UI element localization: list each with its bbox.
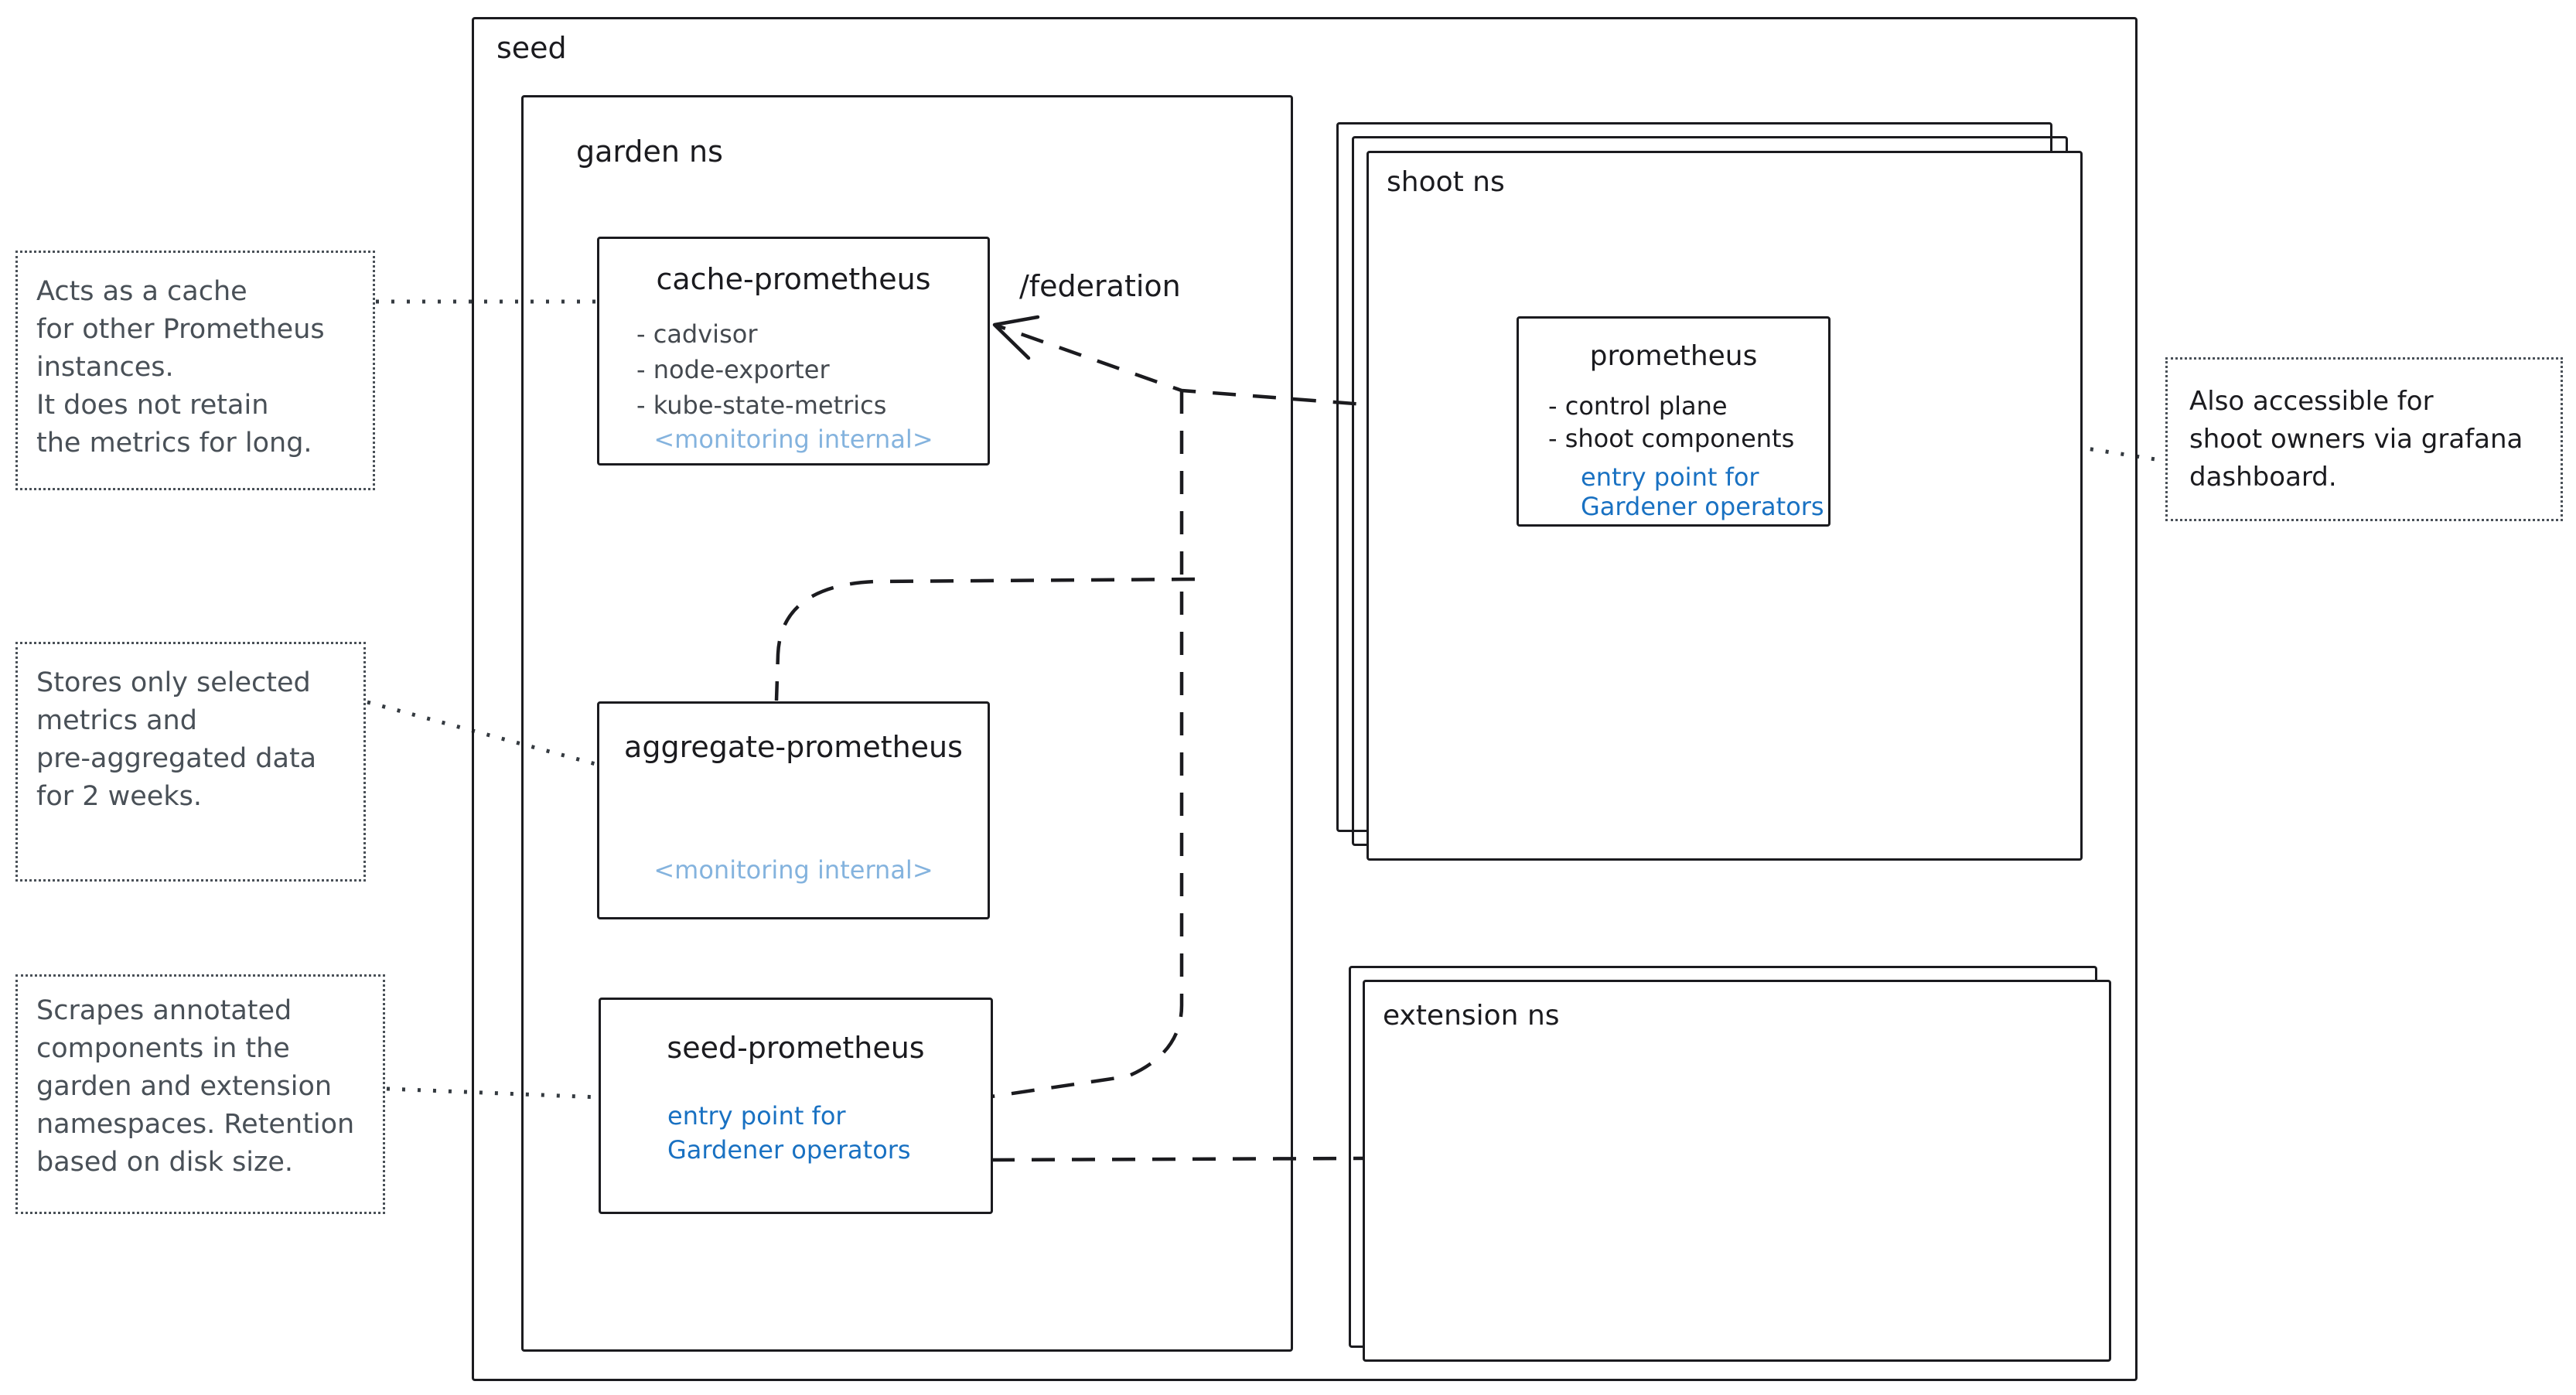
note-line: metrics and [36,705,197,736]
cache-prometheus-item: - cadvisor [636,319,758,349]
extension-ns-front-box [1363,980,2111,1362]
aggregate-prometheus-tag: <monitoring internal> [653,855,933,885]
federation-label: /federation [1019,269,1181,303]
arrow-branch-to-aggregate [774,577,1196,701]
cache-prometheus-title: cache-prometheus [656,262,931,296]
garden-ns-box [521,95,1293,1352]
note-aggregate: Stores only selected metrics and pre-agg… [15,642,366,882]
note-line: instances. [36,352,174,383]
cache-prometheus-box: cache-prometheus - cadvisor - node-expor… [597,237,990,466]
note-line: Acts as a cache [36,276,247,307]
prometheus-entry-line: entry point for [1581,462,1759,492]
cache-prometheus-item: - node-exporter [636,355,830,384]
seed-prometheus-box: seed-prometheus entry point for Gardener… [599,998,993,1214]
note-line: the metrics for long. [36,428,312,459]
note-line: pre-aggregated data [36,743,317,774]
garden-ns-label: garden ns [576,135,723,169]
note-line: Stores only selected [36,667,311,698]
arrow-seed-prometheus-to-federation [991,391,1184,1099]
note-seed-prometheus: Scrapes annotated components in the gard… [15,974,385,1214]
extension-ns-label: extension ns [1383,1000,1560,1032]
arrowhead-federation [992,315,1040,360]
prometheus-item: - shoot components [1548,424,1795,453]
note-line: shoot owners via grafana [2189,424,2523,455]
note-shoot-owners: Also accessible for shoot owners via gra… [2165,357,2563,521]
seed-label: seed [496,31,567,65]
shoot-ns-label: shoot ns [1387,166,1505,198]
cache-prometheus-tag: <monitoring internal> [653,425,933,454]
prometheus-entry-line: Gardener operators [1581,492,1824,521]
note-line: dashboard. [2189,462,2337,493]
prometheus-title: prometheus [1589,340,1758,372]
note-line: Scrapes annotated [36,995,292,1026]
note-line: for 2 weeks. [36,781,202,812]
note-line: It does not retain [36,390,269,421]
aggregate-prometheus-box: aggregate-prometheus <monitoring interna… [597,701,990,919]
seed-prometheus-entry-line: Gardener operators [667,1135,911,1165]
note-cache: Acts as a cache for other Prometheus ins… [15,251,375,490]
prometheus-box: prometheus - control plane - shoot compo… [1517,316,1830,527]
note-line: components in the [36,1033,290,1064]
note-line: based on disk size. [36,1147,294,1178]
seed-box [472,17,2138,1381]
note-line: namespaces. Retention [36,1109,355,1140]
note-line: garden and extension [36,1071,333,1102]
aggregate-prometheus-title: aggregate-prometheus [624,730,963,764]
seed-prometheus-entry-line: entry point for [667,1101,846,1131]
note-line: for other Prometheus [36,314,325,345]
cache-prometheus-item: - kube-state-metrics [636,391,887,420]
seed-prometheus-title: seed-prometheus [667,1031,925,1065]
prometheus-item: - control plane [1548,391,1728,421]
note-line: Also accessible for [2189,386,2434,417]
